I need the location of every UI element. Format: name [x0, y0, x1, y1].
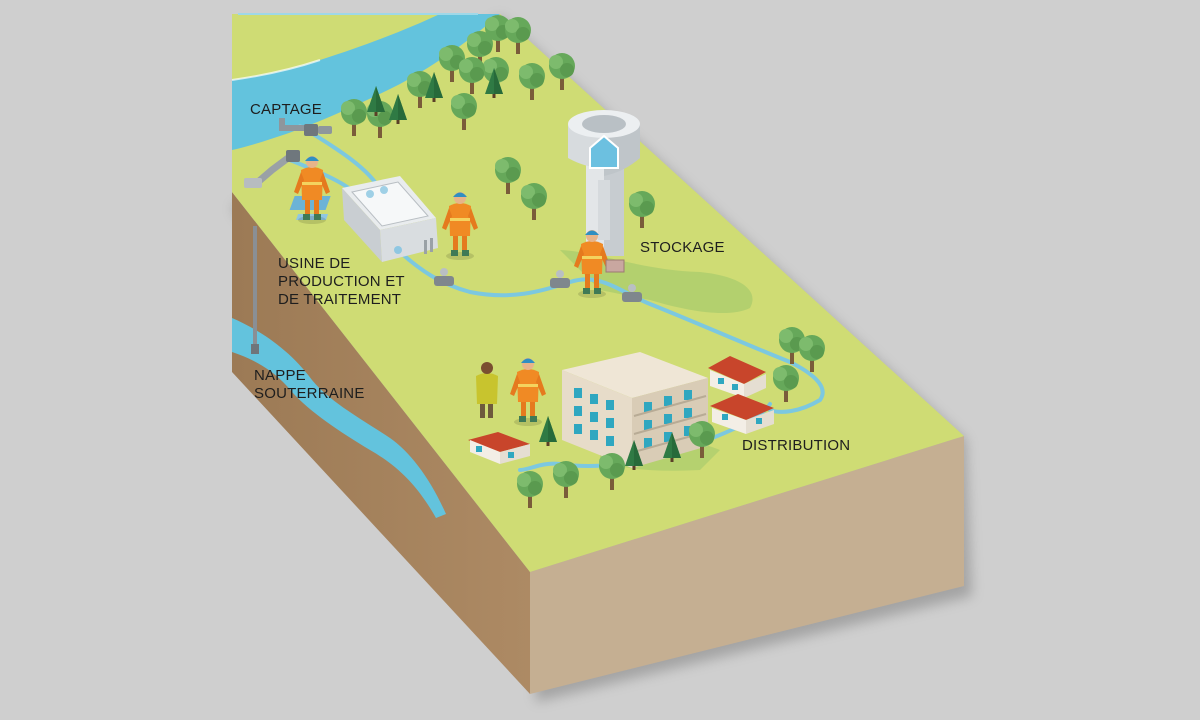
label-nappe-line-1: NAPPE: [254, 367, 306, 384]
label-captage: CAPTAGE: [250, 101, 322, 118]
inspector-figure: [476, 362, 498, 418]
treatment-plant-icon: [289, 176, 438, 262]
label-stockage: STOCKAGE: [640, 239, 725, 256]
diagram-labels: CAPTAGE USINE DE PRODUCTION ET DE TRAITE…: [250, 101, 850, 454]
label-nappe-line-2: SOUTERRAINE: [254, 385, 365, 402]
valve-icon: [550, 270, 570, 288]
soil-right-face: [530, 436, 964, 694]
borehole-pipe: [253, 226, 257, 352]
valve-icon: [622, 284, 642, 302]
label-usine-line-1: USINE DE: [278, 255, 350, 272]
label-usine: USINE DE PRODUCTION ET DE TRAITEMENT: [278, 255, 409, 308]
captage-intake: [244, 118, 332, 188]
pump-icon: [304, 124, 318, 136]
label-usine-line-2: PRODUCTION ET: [278, 273, 405, 290]
label-nappe: NAPPE SOUTERRAINE: [254, 367, 365, 402]
label-distribution: DISTRIBUTION: [742, 437, 850, 454]
water-tower-icon: [568, 110, 640, 256]
house-icon: [468, 432, 530, 464]
house-icon: [708, 356, 766, 398]
groundwater-aquifer: [232, 318, 446, 518]
pipeline-valves: [434, 268, 642, 302]
soil-cross-section: [232, 192, 964, 694]
workers: [294, 156, 625, 426]
toolbox: [605, 259, 625, 273]
label-usine-line-3: DE TRAITEMENT: [278, 291, 401, 308]
valve-icon: [434, 268, 454, 286]
house-icon: [710, 394, 774, 434]
apartment-building-icon: [562, 352, 708, 468]
